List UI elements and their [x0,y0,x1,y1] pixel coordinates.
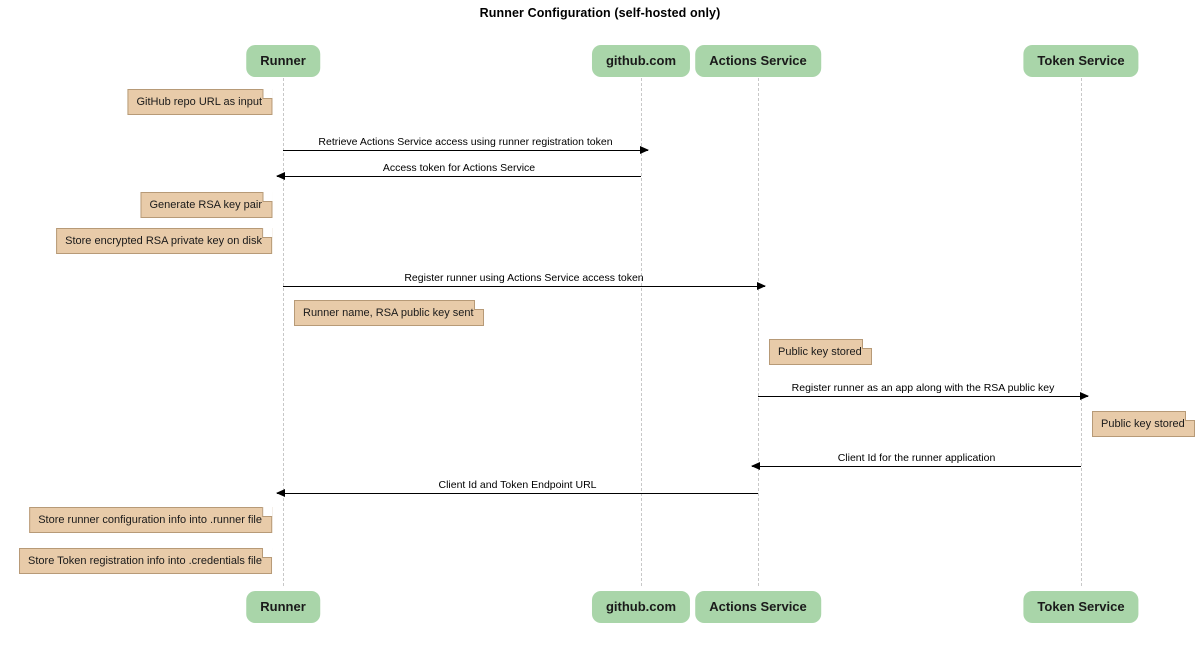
lifeline-runner [283,78,285,586]
note-n2: Generate RSA key pair [140,192,272,218]
participant-actions-bottom[interactable]: Actions Service [695,591,821,623]
participant-github-top[interactable]: github.com [591,45,691,77]
note-n1: GitHub repo URL as input [127,89,272,115]
participant-label: Token Service [1037,599,1125,614]
message-m4: Register runner as an app along with the… [758,382,1089,400]
note-n4: Runner name, RSA public key sent [294,300,484,326]
participant-token-top[interactable]: Token Service [1023,45,1139,77]
note-folded-corner-icon [861,339,872,349]
participant-label: github.com [605,53,677,68]
participant-label: Token Service [1037,53,1125,68]
message-m3: Register runner using Actions Service ac… [283,272,766,290]
message-label: Register runner as an app along with the… [791,382,1055,394]
note-text: Public key stored [778,346,862,358]
participant-runner-bottom[interactable]: Runner [246,591,320,623]
note-folded-corner-icon [262,507,272,517]
note-text: Store encrypted RSA private key on disk [65,235,262,247]
arrow-head-right-icon [1080,392,1089,400]
note-folded-corner-icon [262,228,272,238]
note-text: Store runner configuration info into .ru… [38,514,262,526]
participant-label: Actions Service [709,599,807,614]
participant-github-bottom[interactable]: github.com [591,591,691,623]
participant-actions-top[interactable]: Actions Service [695,45,821,77]
message-label: Register runner using Actions Service ac… [404,272,644,284]
note-n8: Store Token registration info into .cred… [19,548,272,574]
message-m2: Access token for Actions Service [276,162,641,180]
message-m6: Client Id and Token Endpoint URL [276,479,758,497]
note-n7: Store runner configuration info into .ru… [29,507,272,533]
diagram-title: Runner Configuration (self-hosted only) [479,6,721,20]
participant-label: Runner [260,53,306,68]
arrow-head-right-icon [757,282,766,290]
note-folded-corner-icon [262,548,272,558]
participant-runner-top[interactable]: Runner [246,45,320,77]
note-text: Runner name, RSA public key sent [303,307,474,319]
note-text: Public key stored [1101,418,1185,430]
arrow-head-right-icon [640,146,649,154]
arrow-head-left-icon [276,172,285,180]
participant-label: Runner [260,599,306,614]
message-label: Retrieve Actions Service access using ru… [318,136,613,148]
note-folded-corner-icon [262,89,272,99]
arrow-head-left-icon [276,489,285,497]
participant-label: github.com [605,599,677,614]
message-label: Client Id for the runner application [837,452,996,464]
note-text: Generate RSA key pair [149,199,262,211]
note-n6: Public key stored [1092,411,1195,437]
note-folded-corner-icon [473,300,484,310]
note-text: Store Token registration info into .cred… [28,555,262,567]
lifeline-github [641,78,643,586]
note-n3: Store encrypted RSA private key on disk [56,228,272,254]
lifeline-actions [758,78,760,586]
lifeline-token [1081,78,1083,586]
message-label: Access token for Actions Service [382,162,536,174]
note-n5: Public key stored [769,339,872,365]
note-folded-corner-icon [1184,411,1195,421]
message-m1: Retrieve Actions Service access using ru… [283,136,649,154]
note-folded-corner-icon [262,192,272,202]
message-m5: Client Id for the runner application [751,452,1081,470]
participant-token-bottom[interactable]: Token Service [1023,591,1139,623]
participant-label: Actions Service [709,53,807,68]
message-label: Client Id and Token Endpoint URL [438,479,597,491]
note-text: GitHub repo URL as input [136,96,262,108]
arrow-head-left-icon [751,462,760,470]
